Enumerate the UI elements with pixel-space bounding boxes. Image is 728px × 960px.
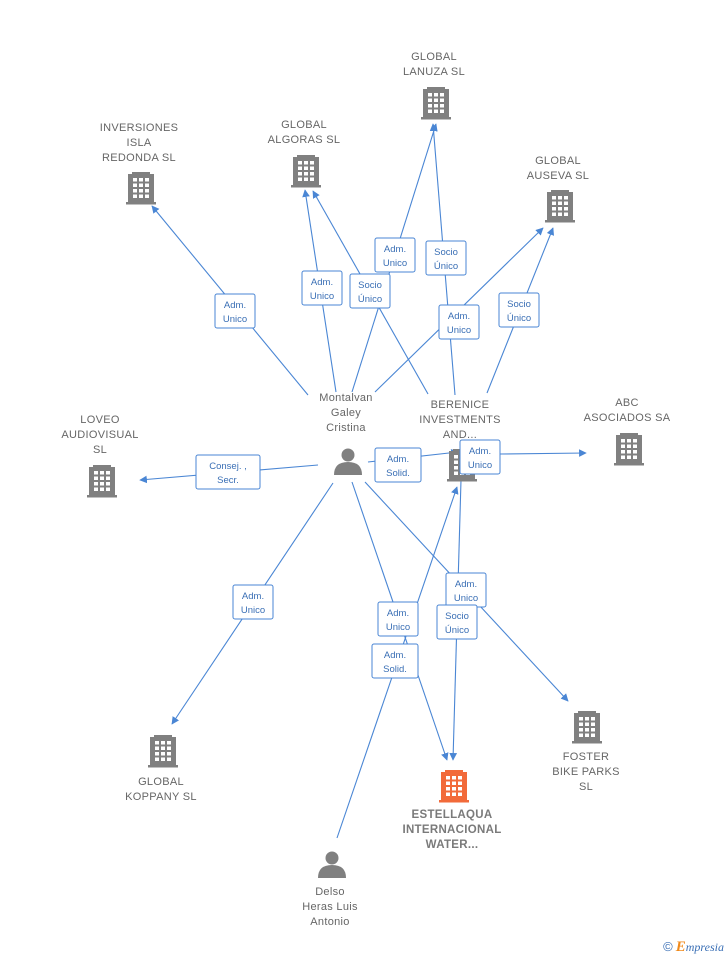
svg-text:Adm.Solid.: Adm.Solid.: [386, 454, 410, 479]
svg-text:Adm.Unico: Adm.Unico: [310, 277, 334, 302]
relation-label-r2[interactable]: Adm.Unico: [374, 237, 416, 273]
copyright-symbol: ©: [663, 939, 673, 954]
building-icon[interactable]: [291, 155, 321, 188]
svg-text:Adm.Unico: Adm.Unico: [223, 300, 247, 325]
relation-edge: [499, 449, 587, 457]
building-icon[interactable]: [87, 465, 117, 498]
relation-label-r15[interactable]: Adm.Solid.: [371, 643, 419, 679]
svg-text:Consej. ,Secr.: Consej. ,Secr.: [209, 461, 247, 486]
relation-label-r8[interactable]: Consej. ,Secr.: [195, 454, 261, 490]
person-icon[interactable]: [334, 448, 362, 476]
relation-label-r3[interactable]: Adm.Unico: [301, 270, 343, 306]
svg-text:Adm.Unico: Adm.Unico: [468, 446, 492, 471]
relation-label-r9[interactable]: Adm.Solid.: [374, 447, 422, 483]
brand-logo-text: mpresia: [685, 940, 724, 954]
building-icon[interactable]: [148, 735, 178, 768]
svg-text:Adm.Unico: Adm.Unico: [383, 244, 407, 269]
svg-text:Adm.Unico: Adm.Unico: [454, 579, 478, 604]
building-icon[interactable]: [439, 770, 469, 803]
relation-label-r10[interactable]: Adm.Unico: [459, 439, 501, 475]
relation-label-r12[interactable]: Adm.Unico: [445, 572, 487, 608]
relation-label-r1[interactable]: Adm.Unico: [214, 293, 256, 329]
building-icon[interactable]: [572, 711, 602, 744]
relation-label-r11[interactable]: Adm.Unico: [232, 584, 274, 620]
building-icon[interactable]: [545, 190, 575, 223]
person-icon[interactable]: [318, 851, 346, 879]
brand-logo-initial: E: [675, 939, 686, 955]
building-icon[interactable]: [421, 87, 451, 120]
brand-footer[interactable]: ©Empresia: [663, 939, 724, 956]
svg-text:Adm.Solid.: Adm.Solid.: [383, 650, 407, 675]
svg-text:Adm.Unico: Adm.Unico: [241, 591, 265, 616]
relation-label-r6[interactable]: Adm.Unico: [438, 304, 480, 340]
building-icon[interactable]: [614, 433, 644, 466]
relation-label-r13[interactable]: Adm.Unico: [377, 601, 419, 637]
svg-text:Adm.Unico: Adm.Unico: [386, 608, 410, 633]
building-icon[interactable]: [126, 172, 156, 205]
svg-text:Adm.Unico: Adm.Unico: [447, 311, 471, 336]
